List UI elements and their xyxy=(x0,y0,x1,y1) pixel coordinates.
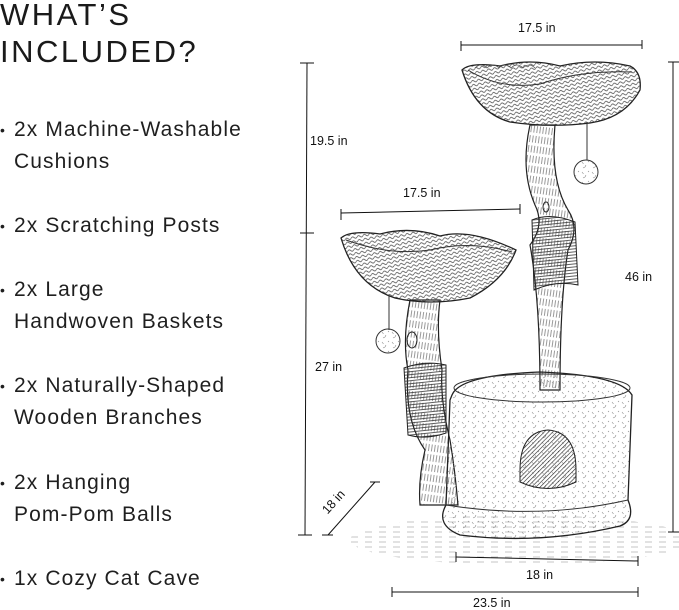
item-text: 2x Hanging xyxy=(14,471,132,494)
item-text-continued: Wooden Branches xyxy=(14,406,203,430)
list-item: • 2x Hanging Pom-Pom Balls xyxy=(0,467,173,531)
bullet-icon: • xyxy=(0,378,7,395)
list-item: • 2x Large Handwoven Baskets xyxy=(0,274,224,338)
item-text: 2x Scratching Posts xyxy=(14,214,221,237)
title-line-2: INCLUDED? xyxy=(0,34,199,69)
page-title: WHAT’S INCLUDED? xyxy=(0,0,198,70)
dimension-top-basket-width: 17.5 in xyxy=(518,21,556,35)
dimension-total-width: 23.5 in xyxy=(473,596,511,610)
list-item: • 2x Machine-Washable Cushions xyxy=(0,114,242,178)
item-text: 1x Cozy Cat Cave xyxy=(14,567,201,590)
item-text: 2x Machine-Washable xyxy=(14,118,242,141)
list-item: • 2x Naturally-Shaped Wooden Branches xyxy=(0,370,225,434)
top-basket xyxy=(461,61,641,126)
dimension-upper-height: 19.5 in xyxy=(310,134,348,148)
bullet-icon: • xyxy=(0,571,7,588)
dimension-lines xyxy=(298,40,679,597)
title-line-1: WHAT’S xyxy=(0,0,132,32)
list-item: • 1x Cozy Cat Cave xyxy=(0,563,201,595)
item-text-continued: Pom-Pom Balls xyxy=(14,503,174,527)
lower-basket xyxy=(340,229,517,303)
cat-cave xyxy=(442,371,633,540)
item-text-continued: Cushions xyxy=(14,150,111,174)
dimension-lower-height: 27 in xyxy=(315,360,343,374)
pom-pom-ball xyxy=(375,328,401,354)
item-text-continued: Handwoven Baskets xyxy=(14,310,225,334)
list-item: • 2x Scratching Posts xyxy=(0,210,221,242)
dimension-cave-width: 18 in xyxy=(526,568,554,582)
bullet-icon: • xyxy=(0,282,7,299)
bullet-icon: • xyxy=(0,122,7,139)
bullet-icon: • xyxy=(0,475,7,492)
pom-pom-ball xyxy=(573,159,599,185)
dimension-lower-basket-width: 17.5 in xyxy=(403,186,441,200)
item-text: 2x Naturally-Shaped xyxy=(14,374,226,397)
dimension-total-height: 46 in xyxy=(625,270,653,284)
tall-branch xyxy=(525,124,579,391)
item-text: 2x Large xyxy=(14,278,105,301)
bullet-icon: • xyxy=(0,218,7,235)
